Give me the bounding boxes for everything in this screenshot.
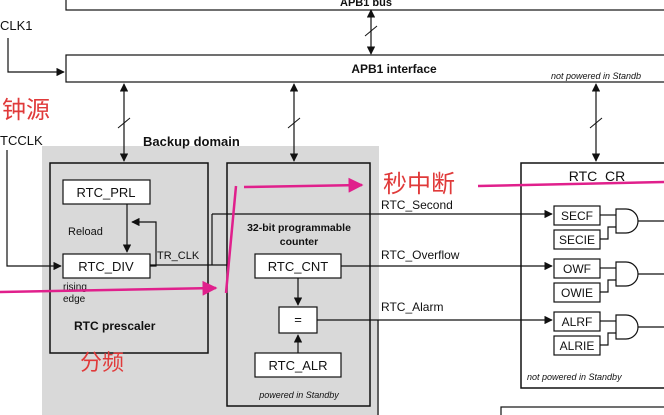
alrie-label: ALRIE [560, 339, 595, 353]
magenta-second-tail [477, 180, 664, 188]
rtc-alr-label: RTC_ALR [268, 358, 327, 373]
rtc-second-label: RTC_Second [381, 198, 453, 212]
alrf-label: ALRF [562, 315, 593, 329]
secie-label: SECIE [559, 233, 595, 247]
comparator-label: = [294, 312, 302, 327]
rtc-prl-label: RTC_PRL [76, 185, 135, 200]
apb1-interface-box [65, 54, 664, 83]
clock-source-annotation: 钟源 [2, 96, 50, 124]
apb1-bus-label: APB1 bus [340, 0, 392, 9]
edge-label: edge [63, 294, 86, 305]
rtc-alarm-label: RTC_Alarm [381, 300, 443, 314]
apb1-bus-box [65, 0, 664, 11]
owf-label: OWF [563, 262, 591, 276]
rtc-div-label: RTC_DIV [78, 259, 134, 274]
comparator-box [278, 306, 318, 334]
rtc-prescaler-label: RTC prescaler [74, 319, 156, 333]
magenta-riser [224, 185, 238, 294]
rising-label: rising [63, 282, 87, 293]
and-gate-second [600, 208, 664, 240]
rtcclk-label: TCCLK [0, 133, 43, 148]
divider-annotation: 分频 [80, 351, 124, 376]
and-gate-alarm [600, 314, 664, 346]
apb-prescaler-slash [117, 117, 131, 129]
and-gate-overflow [600, 261, 664, 293]
lower-right-box [500, 406, 664, 415]
backup-domain-label: Backup domain [143, 134, 240, 149]
rtc-cr-label: RTC_CR [569, 168, 626, 184]
rtcclk-arrow [6, 150, 62, 271]
bus-slash [364, 25, 378, 37]
owie-label: OWIE [561, 286, 593, 300]
counter-title-line1: 32-bit programmable [247, 222, 351, 234]
cr-not-powered-note: not powered in Standby [527, 372, 622, 382]
rtc-prl-register [62, 179, 151, 205]
pclk1-arrow [7, 38, 65, 77]
apb-cr-slash [589, 117, 603, 129]
rtc-cnt-label: RTC_CNT [268, 259, 328, 274]
rtc-overflow-label: RTC_Overflow [381, 248, 460, 262]
tr-clk-label: TR_CLK [157, 250, 200, 262]
counter-title-line2: counter [280, 236, 319, 248]
apb1-not-powered-note: not powered in Standb [551, 71, 641, 81]
magenta-clock-arrow [0, 280, 218, 296]
magenta-second-arrow [243, 177, 364, 193]
reload-label: Reload [68, 226, 103, 238]
apb-counter-slash [287, 117, 301, 129]
pclk1-label: CLK1 [0, 18, 33, 33]
secf-label: SECF [561, 209, 593, 223]
second-interrupt-annotation: 秒中断 [383, 170, 455, 198]
reload-feedback-arrow [131, 217, 157, 267]
apb1-interface-label: APB1 interface [351, 62, 437, 76]
powered-in-standby-note: powered in Standby [258, 390, 339, 400]
